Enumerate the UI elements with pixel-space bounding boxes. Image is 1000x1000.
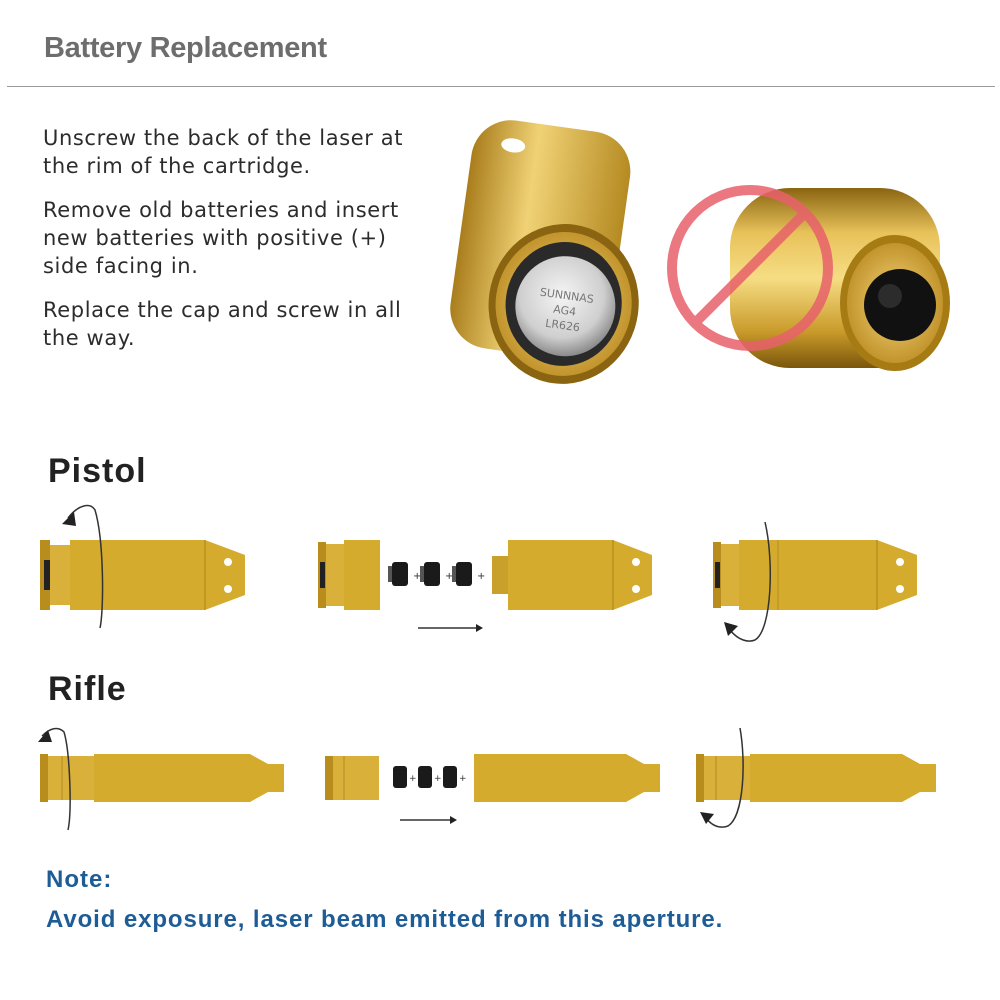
battery-icon: + <box>393 766 417 788</box>
cartridge-photo: SUNNNAS AG4 LR626 <box>450 120 950 384</box>
direction-arrow-icon <box>476 624 483 632</box>
cartridge-body: SUNNNAS AG4 LR626 <box>450 120 639 384</box>
rotate-arrow-icon <box>62 512 76 526</box>
svg-text:AG4: AG4 <box>552 303 576 319</box>
note-title: Note: <box>46 866 113 893</box>
rotate-arrow-icon <box>724 622 738 636</box>
rifle-step-2: + + + <box>325 754 660 824</box>
rifle-title: Rifle <box>48 670 127 708</box>
svg-text:LR626: LR626 <box>545 317 581 335</box>
battery-icon: + <box>388 562 421 586</box>
header-divider <box>7 86 995 87</box>
rotate-arrow-icon <box>700 812 714 824</box>
battery-icon: + <box>420 562 453 586</box>
pistol-step-1 <box>40 504 245 629</box>
battery-icon: + <box>452 562 485 586</box>
svg-text:+: + <box>477 571 485 582</box>
instruction-step-1: Unscrew the back of the laser at the rim… <box>43 126 404 178</box>
rotate-arrow-icon <box>38 730 52 742</box>
svg-text:+: + <box>413 571 421 582</box>
note-text: Avoid exposure, laser beam emitted from … <box>46 906 724 933</box>
pistol-title: Pistol <box>48 452 147 490</box>
instruction-step-2: Remove old batteries and insert new batt… <box>43 198 399 278</box>
rifle-step-3 <box>696 727 936 828</box>
pistol-diagram: + + + <box>40 504 917 642</box>
svg-text:+: + <box>445 571 453 582</box>
instruction-step-3: Replace the cap and screw in all the way… <box>43 298 402 350</box>
svg-text:+: + <box>434 774 442 784</box>
instructions: Unscrew the back of the laser at the rim… <box>43 124 433 368</box>
pistol-step-3 <box>713 521 917 642</box>
svg-text:+: + <box>459 774 467 784</box>
pistol-step-2: + + + <box>318 540 652 632</box>
rifle-step-1 <box>38 727 284 831</box>
page-title: Battery Replacement <box>44 32 327 64</box>
svg-text:+: + <box>409 774 417 784</box>
prohibition-icon <box>667 185 833 351</box>
direction-arrow-icon <box>450 816 457 824</box>
rifle-diagram: + + + <box>38 727 936 831</box>
battery-icon: + <box>443 766 467 788</box>
battery-icon: + <box>418 766 442 788</box>
